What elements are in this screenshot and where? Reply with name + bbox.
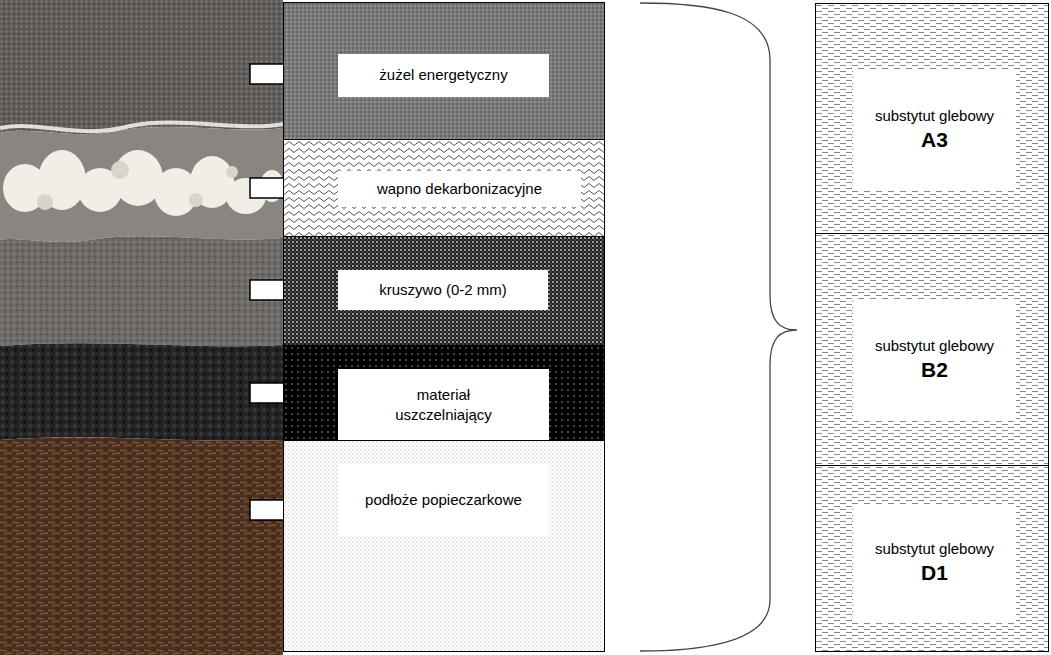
layer-band: materiał uszczelniający bbox=[283, 345, 605, 441]
label-box: substytut glebowyA3 bbox=[853, 71, 1016, 189]
label-box: wapno dekarbonizacyjne bbox=[338, 171, 581, 207]
layer-band: kruszywo (0-2 mm) bbox=[283, 236, 605, 346]
layer-label: kruszywo (0-2 mm) bbox=[379, 280, 507, 300]
label-box: materiał uszczelniający bbox=[338, 369, 549, 441]
label-box: substytut glebowyB2 bbox=[853, 301, 1016, 419]
layer-label: żużel energetyczny bbox=[379, 65, 507, 85]
substitute-band: substytut glebowyB2 bbox=[815, 233, 1049, 466]
layer-label: substytut glebowy bbox=[875, 336, 994, 356]
layer-label: substytut glebowy bbox=[875, 106, 994, 126]
layer-band: podłoże popieczarkowe bbox=[283, 440, 605, 652]
substitute-band: substytut glebowyA3 bbox=[815, 3, 1049, 234]
layer-label: wapno dekarbonizacyjne bbox=[377, 179, 542, 199]
layer-label: substytut glebowy bbox=[875, 539, 994, 559]
label-box: substytut glebowyD1 bbox=[853, 504, 1016, 622]
soil-photo bbox=[0, 0, 284, 655]
layer-label: materiał uszczelniający bbox=[374, 385, 514, 426]
sample-code: B2 bbox=[921, 356, 948, 383]
layer-label: podłoże popieczarkowe bbox=[365, 490, 522, 510]
layer-band: żużel energetyczny bbox=[283, 2, 605, 140]
curly-brace bbox=[640, 3, 797, 651]
label-box: podłoże popieczarkowe bbox=[338, 464, 549, 536]
sample-code: A3 bbox=[921, 126, 948, 153]
sample-code: D1 bbox=[921, 559, 948, 586]
substitute-band: substytut glebowyD1 bbox=[815, 465, 1049, 652]
label-box: kruszywo (0-2 mm) bbox=[338, 270, 548, 310]
label-box: żużel energetyczny bbox=[338, 54, 549, 97]
layer-band: wapno dekarbonizacyjne bbox=[283, 139, 605, 237]
